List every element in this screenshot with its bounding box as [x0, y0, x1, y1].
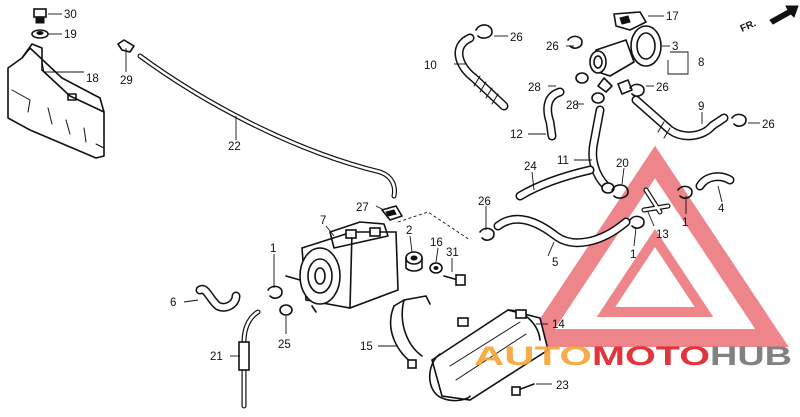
callout-12: 12: [510, 129, 523, 141]
clamp-26-a: [475, 24, 493, 39]
tube-22: [137, 53, 397, 199]
callout-28b: 28: [566, 100, 579, 112]
hose-5: [493, 214, 631, 248]
hose-11: [588, 105, 615, 194]
tee-13: [641, 187, 671, 215]
hose-24: [515, 165, 595, 201]
fitting-27: [381, 205, 403, 221]
callout-4: 4: [718, 203, 725, 215]
callout-21: 21: [210, 351, 223, 363]
callout-28a: 28: [528, 82, 541, 94]
clip-25: [279, 304, 293, 316]
callout-15: 15: [360, 341, 373, 353]
canister-7: [285, 221, 399, 313]
nut-19: [31, 29, 49, 39]
callout-26a: 26: [510, 32, 523, 44]
clamp-26-d: [731, 113, 747, 127]
callout-7: 7: [320, 215, 326, 227]
hose-12: [543, 87, 565, 141]
callout-9: 9: [698, 101, 704, 113]
callout-1a: 1: [270, 243, 276, 255]
clamp-20: [611, 184, 629, 199]
callout-13: 13: [656, 229, 669, 241]
callout-17: 17: [666, 11, 679, 23]
callout-5: 5: [552, 257, 558, 269]
callout-6: 6: [170, 297, 176, 309]
callout-31: 31: [446, 247, 459, 259]
callout-14: 14: [552, 319, 565, 331]
clip-29: [117, 39, 135, 53]
callout-24: 24: [524, 161, 537, 173]
callout-29: 29: [120, 75, 133, 87]
callout-20: 20: [616, 158, 629, 170]
strap-15: [389, 295, 431, 369]
watermark-hub: HUB: [710, 341, 792, 371]
hose-10: [454, 33, 509, 111]
callout-1c: 1: [682, 217, 688, 229]
watermark-triangle: [521, 145, 789, 347]
callout-19: 19: [64, 29, 77, 41]
clamp-26-b: [567, 35, 583, 49]
watermark-moto: MOTO: [592, 341, 710, 371]
hose-6: [195, 285, 241, 312]
callout-11: 11: [557, 155, 569, 167]
collar-16: [429, 262, 443, 274]
clamp-26-e: [479, 227, 495, 241]
bolt-31: [443, 274, 466, 286]
callout-26c: 26: [656, 82, 669, 94]
callout-23: 23: [556, 380, 569, 392]
callout-1b: 1: [630, 249, 636, 261]
grommet-2: [405, 251, 423, 272]
leader-lines: [41, 13, 760, 385]
valve-assembly: [575, 11, 662, 104]
callout-18: 18: [86, 73, 99, 85]
tube-21: [238, 309, 261, 409]
callout-26d: 26: [762, 119, 775, 131]
callout-27: 27: [356, 202, 369, 214]
hose-4: [695, 172, 735, 191]
front-arrow-icon: [769, 5, 799, 25]
clamp-1b: [629, 215, 645, 229]
callout-8: 8: [698, 57, 704, 69]
clamp-1a: [267, 285, 283, 299]
callout-25: 25: [278, 339, 291, 351]
canister-14: [428, 309, 549, 402]
front-label: FR.: [739, 18, 758, 35]
bolt-30: [33, 8, 47, 24]
watermark-auto: AUTO: [474, 341, 592, 371]
clamp-1c: [677, 185, 693, 199]
callout-3: 3: [672, 41, 678, 53]
hose-9: [631, 95, 729, 141]
bolt-23: [511, 383, 535, 396]
callout-16: 16: [430, 237, 443, 249]
callout-10: 10: [424, 60, 437, 72]
bracket-18: [7, 43, 105, 159]
callout-22: 22: [228, 141, 241, 153]
callout-2: 2: [406, 225, 412, 237]
callout-labels: 30 19 18 29 22 26 10 26 17 3 8 28 28 26 …: [64, 9, 775, 392]
watermark-text: AUTO MOTO HUB: [474, 341, 792, 371]
callout-26b: 26: [546, 41, 559, 53]
callout-30: 30: [64, 9, 77, 21]
callout-26e: 26: [478, 196, 491, 208]
